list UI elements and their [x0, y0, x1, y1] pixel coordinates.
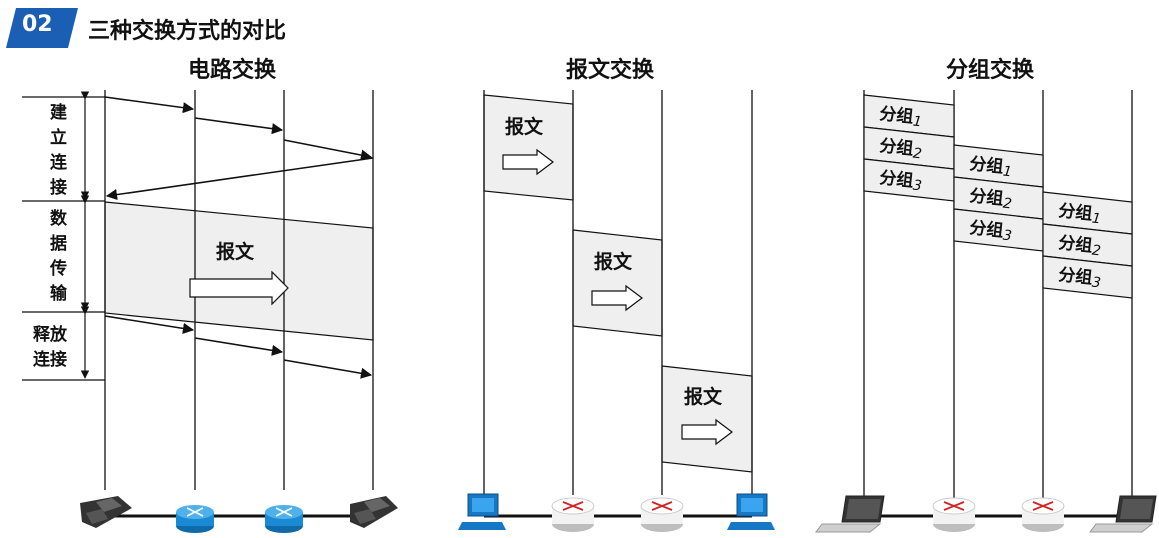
phase-release-line-2: 连接 [33, 349, 67, 370]
release-arrow-1 [104, 315, 195, 334]
phase-transfer-char-4: 输 [50, 283, 68, 304]
circuit-message-arrow-icon [189, 270, 289, 306]
router-6-icon [1021, 497, 1065, 532]
telephone-right-icon [350, 496, 398, 528]
packet-switching-title: 分组交换 [946, 58, 1035, 83]
release-arrow-3 [283, 359, 373, 379]
host-right-icon [727, 493, 775, 530]
message-block-3 [661, 365, 753, 473]
phase-transfer-char-3: 传 [49, 258, 67, 279]
message-label-3: 报文 [684, 385, 723, 408]
page-title: 三种交换方式的对比 [88, 19, 287, 44]
circuit-message-label: 报文 [216, 240, 255, 263]
setup-arrow-3 [283, 139, 373, 161]
phase-setup-char-1: 建 [50, 102, 67, 123]
circuit-switching-title: 电路交换 [188, 58, 277, 83]
phase-release-line-1: 释放 [33, 324, 68, 345]
host-left-icon [458, 493, 506, 530]
phase-labels: 建 立 连 接 数 据 传 输 释放 连接 [33, 102, 68, 370]
message-arrow-icon-1 [502, 148, 554, 176]
phase-transfer-char-2: 据 [50, 233, 67, 254]
message-switching-title: 报文交换 [566, 58, 655, 83]
phase-setup-char-3: 连 [50, 152, 68, 173]
router-1-icon [176, 505, 214, 533]
phase-setup-char-2: 立 [50, 127, 67, 148]
setup-return-arrow [105, 157, 374, 201]
message-arrow-icon-2 [591, 284, 643, 312]
message-block-2 [572, 229, 663, 337]
message-switching-panel: 报文 报文 报文 [458, 90, 775, 532]
phase-setup-char-4: 接 [50, 177, 67, 198]
section-number-badge [6, 8, 78, 48]
router-2-icon [265, 505, 303, 533]
router-3-icon [551, 497, 595, 532]
release-arrow-2 [194, 337, 284, 356]
circuit-data-band [104, 201, 374, 341]
laptop-left-icon [815, 495, 885, 533]
message-label-2: 报文 [594, 250, 633, 273]
laptop-right-icon [1089, 495, 1157, 533]
telephone-left-icon [80, 496, 132, 528]
circuit-switching-panel: 建 立 连 接 数 据 传 输 释放 连接 报文 [22, 90, 398, 533]
setup-arrow-1 [104, 96, 195, 114]
router-5-icon [932, 497, 976, 532]
setup-arrow-2 [194, 117, 284, 135]
message-arrow-icon-3 [681, 418, 733, 446]
phase-transfer-char-1: 数 [50, 208, 68, 229]
router-4-icon [640, 497, 684, 532]
packet-hop3-block-3 [1042, 255, 1133, 299]
section-number: 02 [22, 12, 53, 37]
message-label-1: 报文 [505, 115, 544, 138]
message-block-1 [483, 94, 574, 201]
